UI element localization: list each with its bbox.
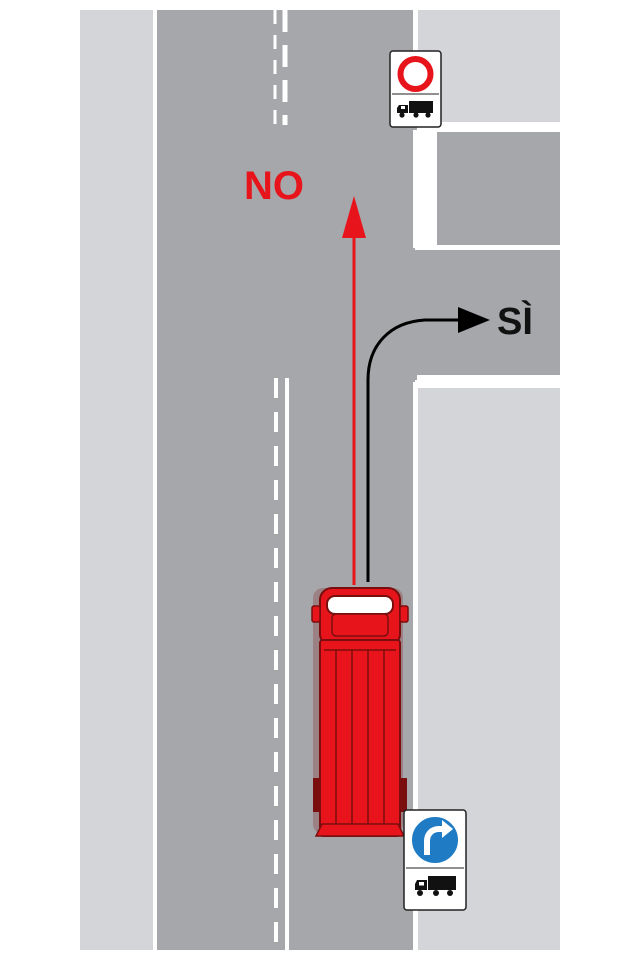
allowed-arrow-shaft [366,318,463,582]
turn-right-sign-disc [410,815,460,865]
allowed-arrow-head [458,307,490,333]
truck-cargo-box [319,639,401,837]
turn-right-arrow-icon [424,826,444,855]
side-road [413,250,560,375]
forbidden-straight-arrow [342,196,366,585]
si-label: SÌ [497,299,533,343]
parking-bay [433,130,560,245]
no-trucks-sign [389,50,442,128]
prohibition-ring-icon [397,56,434,92]
truck-roof [331,613,389,637]
truck-windshield [326,595,394,615]
turn-right-mandatory-sign [403,809,467,911]
truck [311,587,409,837]
forbidden-arrow-head [342,196,366,238]
cargo-ribs [324,649,396,826]
rear-bumper [314,823,406,837]
allowed-right-turn-arrow [366,307,490,582]
rear-wheel-left [313,778,321,812]
turn-right-arrow-head [442,820,453,838]
truck-icon [397,101,433,118]
truck-icon [415,876,456,896]
rear-wheel-right [399,778,407,812]
sidewalks [80,10,560,950]
no-label: NO [244,164,304,208]
left-sidewalk [80,10,155,950]
left-mirror [311,605,321,623]
right-mirror [399,605,409,623]
